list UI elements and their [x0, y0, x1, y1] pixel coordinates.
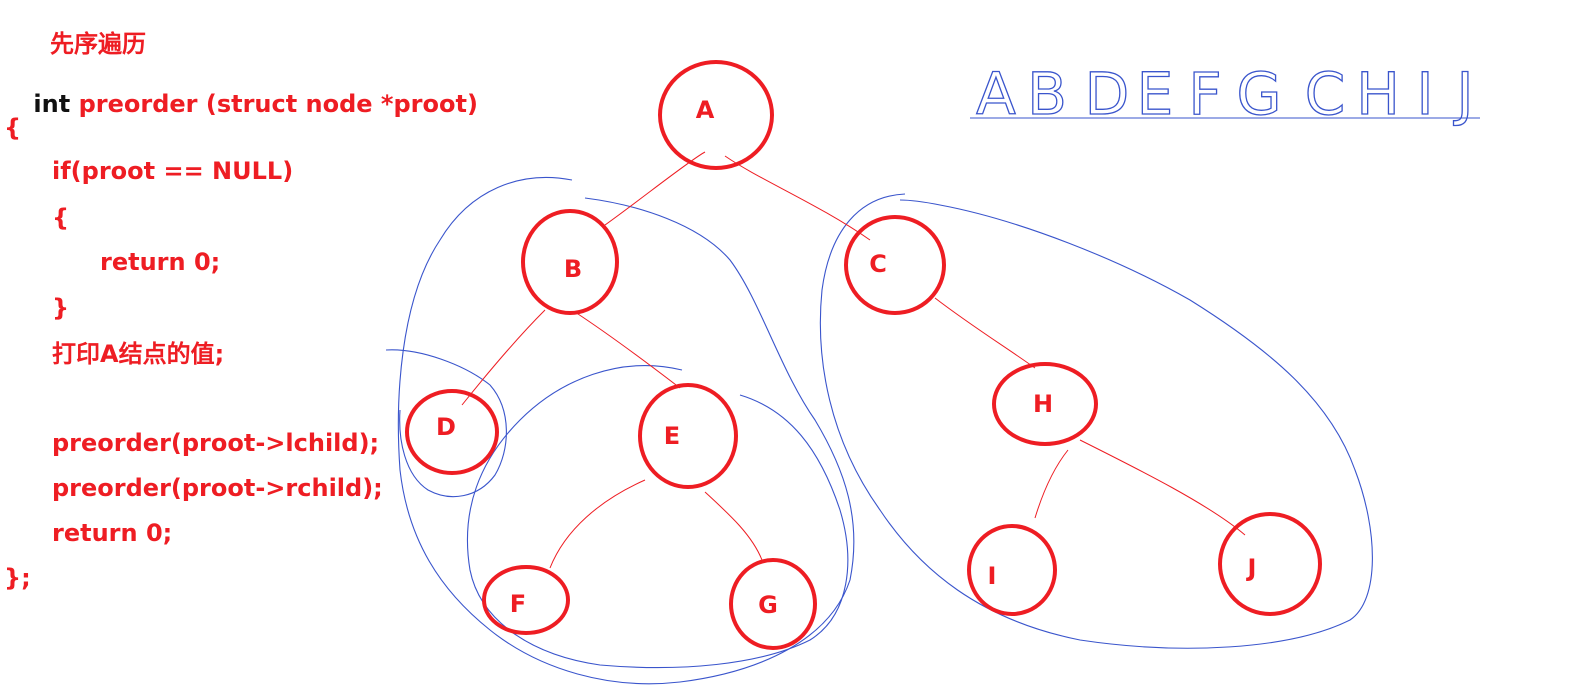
code-call-left: preorder(proot->lchild); — [52, 429, 380, 457]
edge-a-c — [724, 155, 871, 241]
node-j-circle — [1218, 512, 1322, 616]
seq-letter-3: D — [1085, 60, 1130, 128]
seq-letter-1: A — [976, 60, 1016, 128]
right-subtree-loop — [819, 193, 1373, 649]
seq-letter-8: H — [1356, 60, 1400, 128]
node-c-label: C — [869, 250, 887, 278]
seq-letter-10: J — [1453, 60, 1473, 128]
tree-node-circles — [405, 60, 1322, 650]
code-return: return 0; — [52, 519, 173, 547]
node-e-label: E — [664, 422, 680, 450]
edge-e-g — [704, 491, 763, 561]
code-return-inner: return 0; — [100, 248, 221, 276]
edge-e-f — [549, 479, 646, 569]
d-subtree-loop — [385, 349, 507, 498]
edge-h-j — [1079, 439, 1246, 536]
e-subtree-loop — [466, 365, 849, 669]
node-g-circle — [729, 558, 817, 650]
node-b-circle — [521, 209, 619, 315]
node-c-circle — [844, 215, 946, 315]
node-i-circle — [967, 524, 1057, 616]
node-h-circle — [992, 362, 1098, 446]
seq-letter-4: E — [1137, 60, 1174, 128]
code-block: 先序遍历 int preorder (struct node *proot) {… — [0, 0, 560, 690]
tree-node-labels: A B C D E F G H I J — [436, 96, 1256, 619]
code-call-right: preorder(proot->rchild); — [52, 474, 383, 502]
edge-b-e — [574, 311, 681, 389]
code-if-close-brace: } — [52, 294, 70, 322]
traversal-sequence: A B D E F G C H I J — [976, 59, 1475, 128]
edge-b-d — [461, 309, 546, 406]
edge-h-i — [1034, 449, 1069, 519]
code-heading: 先序遍历 — [50, 30, 146, 58]
subtree-annotations — [385, 176, 1373, 685]
code-signature: int preorder (struct node *proot) — [0, 68, 478, 140]
seq-letter-7: C — [1305, 60, 1346, 128]
code-return-type: int — [33, 90, 71, 118]
node-e-circle — [638, 383, 738, 489]
seq-letter-9: I — [1416, 60, 1433, 128]
tree-edges — [461, 151, 1246, 569]
node-j-label: J — [1246, 554, 1257, 582]
node-a-label: A — [696, 96, 715, 124]
node-a-circle — [658, 60, 774, 170]
seq-letter-5: F — [1188, 60, 1221, 128]
seq-letter-2: B — [1027, 60, 1067, 128]
node-f-label: F — [510, 590, 526, 618]
node-h-label: H — [1033, 390, 1053, 418]
node-b-label: B — [564, 255, 582, 283]
node-g-label: G — [758, 591, 778, 619]
code-close-brace: }; — [4, 564, 31, 592]
node-i-label: I — [988, 562, 997, 590]
seq-letter-6: G — [1237, 60, 1282, 128]
code-print-line: 打印A结点的值; — [52, 340, 225, 368]
node-d-label: D — [436, 413, 456, 441]
code-open-brace: { — [4, 114, 22, 142]
node-d-circle — [405, 389, 499, 475]
edge-a-b — [604, 151, 706, 226]
left-subtree-loop — [397, 176, 855, 685]
node-f-circle — [482, 565, 570, 635]
code-function-name: preorder (struct node *proot) — [78, 90, 478, 118]
edge-c-h — [934, 297, 1036, 369]
code-if-line: if(proot == NULL) — [52, 157, 294, 185]
code-if-open-brace: { — [52, 204, 70, 232]
